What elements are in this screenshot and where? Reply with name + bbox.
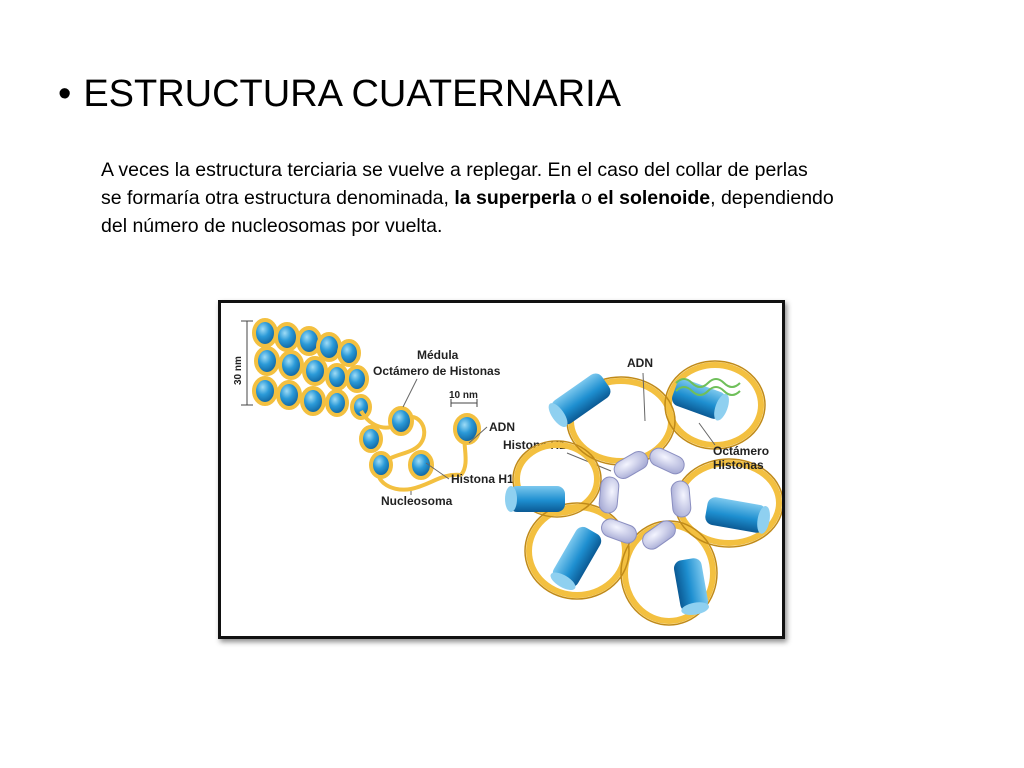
label-octamero-right-1: Octámero [713, 444, 769, 458]
slide-title: • ESTRUCTURA CUATERNARIA [58, 70, 621, 118]
chromatin-diagram: 30 nm [233, 318, 782, 626]
label-octamero-histonas: Octámero de Histonas [373, 364, 501, 378]
nucleosome-bead [408, 450, 434, 480]
term-superperla: la superperla [454, 187, 576, 209]
fiber-30nm: 30 nm [233, 318, 481, 492]
solenoid [505, 360, 782, 626]
label-octamero-right-2: Histonas [713, 458, 764, 472]
nucleosome-bead [359, 425, 383, 453]
label-nucleosoma: Nucleosoma [381, 494, 453, 508]
label-adn-left: ADN [489, 420, 515, 434]
label-10nm: 10 nm [449, 390, 478, 401]
paragraph-line-2-conjunction: o [575, 187, 598, 209]
label-medula: Médula [417, 348, 459, 362]
scale-30nm-label: 30 nm [233, 356, 244, 385]
right-labels: ADN Octámero Histonas [627, 356, 769, 472]
fiber-nucleosome-cluster [252, 318, 372, 420]
paragraph-line-2-end: , dependiendo [710, 187, 834, 209]
histone-h1-ring [598, 447, 692, 550]
paragraph-line-1: A veces la estructura terciaria se vuelv… [101, 159, 808, 181]
nucleosome-bead [388, 406, 414, 436]
left-labels: Médula Octámero de Histonas 10 nm ADN Hi… [373, 348, 612, 508]
paragraph-line-3: del número de nucleosomas por vuelta. [101, 215, 443, 237]
term-solenoide: el solenoide [597, 187, 711, 209]
nucleosome-bead-single [453, 413, 481, 445]
label-adn-right: ADN [627, 356, 653, 370]
title-text: ESTRUCTURA CUATERNARIA [83, 73, 621, 115]
nucleosome-bead [369, 451, 393, 479]
chromatin-figure: 30 nm [218, 300, 785, 639]
body-paragraph: A veces la estructura terciaria se vuelv… [101, 156, 981, 240]
paragraph-line-2-start: se formaría otra estructura denominada, [101, 187, 455, 209]
dna-helix-detail [675, 378, 741, 388]
label-histona-h1-left: Histona H1 [451, 472, 514, 486]
title-bullet: • [58, 73, 72, 115]
histone-disks [505, 373, 770, 616]
